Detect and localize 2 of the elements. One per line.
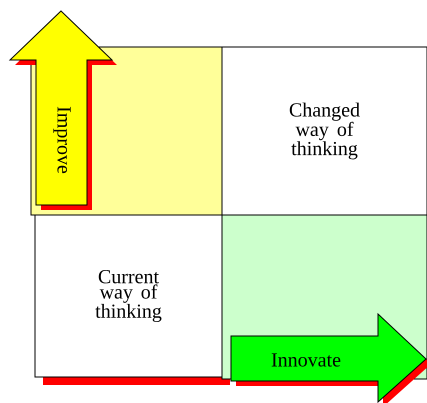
quadrant-box: Changed way of thinking: [222, 46, 427, 216]
card-box: Current way of thinking: [34, 214, 230, 385]
